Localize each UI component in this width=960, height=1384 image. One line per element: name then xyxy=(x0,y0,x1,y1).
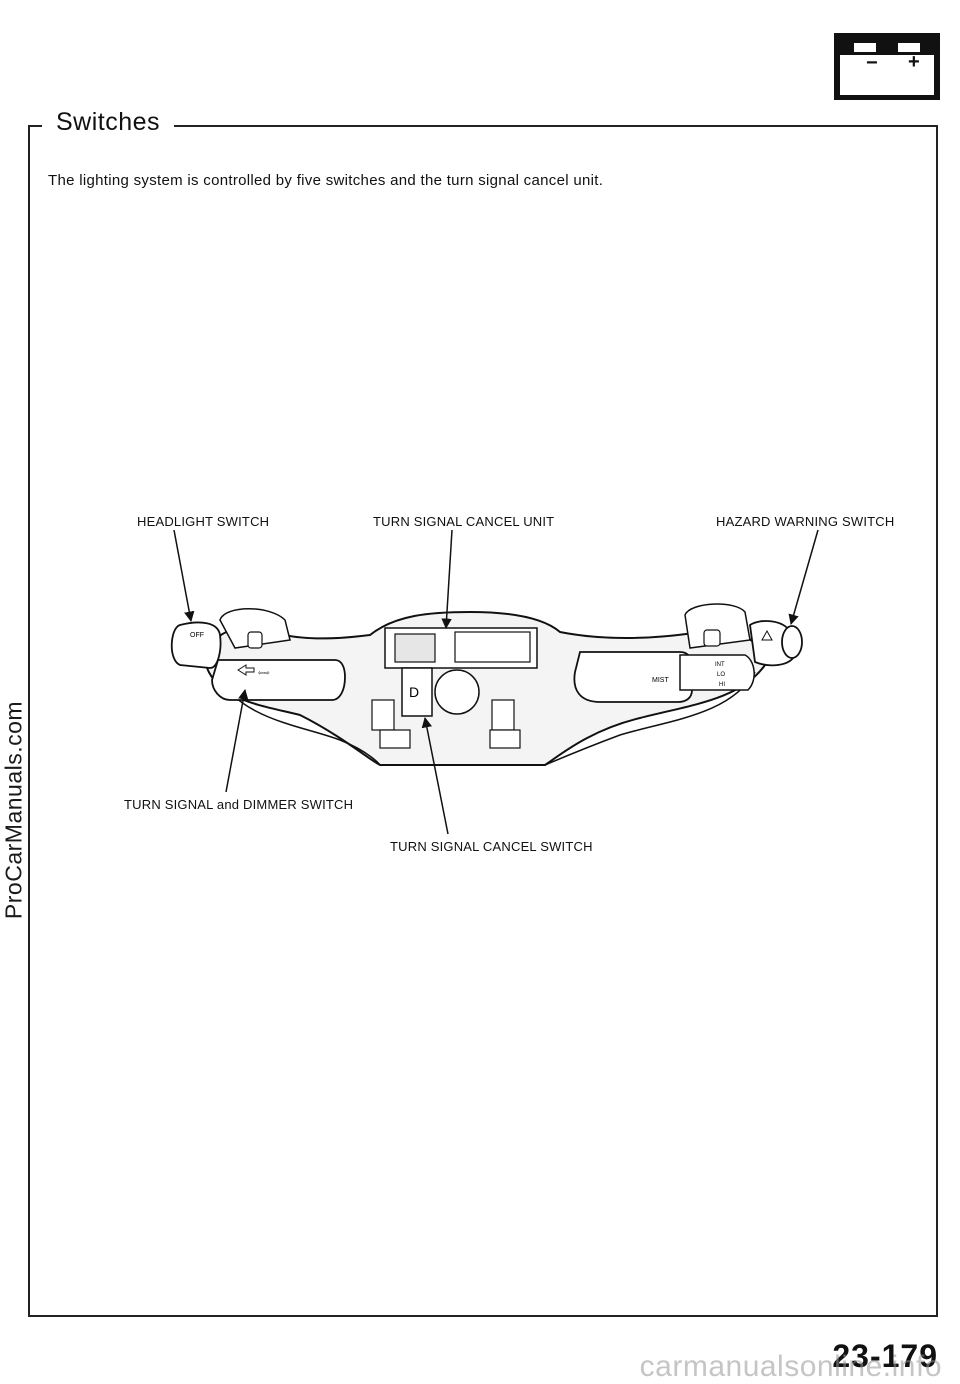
cancel-switch-d-mark: D xyxy=(409,684,419,700)
headlight-off-mark: OFF xyxy=(190,632,204,639)
hazard-switch-knob xyxy=(781,625,803,659)
cancel-unit-connector xyxy=(394,633,436,663)
leader-turn-signal-dimmer-switch xyxy=(225,688,249,793)
left-wiper-button xyxy=(247,631,263,649)
label-hazard-warning-switch: HAZARD WARNING SWITCH xyxy=(716,514,895,529)
leader-headlight-switch xyxy=(173,529,195,623)
center-boss xyxy=(434,669,480,715)
left-turn-arrow-icon xyxy=(237,664,255,676)
label-turn-signal-cancel-switch: TURN SIGNAL CANCEL SWITCH xyxy=(390,839,593,854)
right-lever-housing xyxy=(684,603,751,649)
left-lever-arm xyxy=(211,659,346,701)
page-number: 23-179 xyxy=(832,1338,938,1374)
leader-turn-signal-cancel-switch xyxy=(421,716,449,835)
headlight-switch-knob xyxy=(170,621,222,669)
battery-body: − + xyxy=(840,51,934,95)
battery-minus-sign: − xyxy=(866,52,878,74)
mist-mark: MIST xyxy=(652,677,669,684)
section-title: Switches xyxy=(42,108,175,137)
right-cruise-button xyxy=(703,629,721,647)
content-frame xyxy=(28,125,938,1317)
side-watermark-text: ProCarManuals.com xyxy=(0,700,27,920)
label-turn-signal-dimmer-switch: TURN SIGNAL and DIMMER SWITCH xyxy=(124,797,354,812)
housing-lower-curve-right xyxy=(544,671,756,766)
wiper-hi-mark: HI xyxy=(719,682,725,688)
leader-hazard-warning-switch xyxy=(788,529,819,626)
cancel-unit-block xyxy=(454,631,531,663)
battery-positive-terminal xyxy=(898,43,920,52)
center-bottom-right xyxy=(489,729,521,749)
side-watermark: ProCarManuals.com xyxy=(0,570,29,1050)
leader-turn-signal-cancel-unit xyxy=(441,529,453,630)
wiper-control-barrel xyxy=(679,654,755,691)
wiper-lo-mark: LO xyxy=(717,672,725,678)
cancel-switch-block xyxy=(401,667,433,717)
intro-text: The lighting system is controlled by fiv… xyxy=(48,172,604,189)
label-headlight-switch: HEADLIGHT SWITCH xyxy=(137,514,270,529)
left-lever-housing xyxy=(219,608,291,649)
battery-icon: − + xyxy=(834,33,940,100)
battery-negative-terminal xyxy=(854,43,876,52)
center-lower-left xyxy=(371,699,395,731)
left-lever-marks: ⇦⇨ xyxy=(258,670,270,677)
right-lever-arm xyxy=(573,651,693,703)
label-turn-signal-cancel-unit: TURN SIGNAL CANCEL UNIT xyxy=(373,514,555,529)
hazard-triangle-icon xyxy=(761,629,773,641)
center-lower-right xyxy=(491,699,515,731)
battery-plus-sign: + xyxy=(908,51,920,73)
wiper-int-mark: INT xyxy=(715,662,725,668)
bottom-watermark: carmanualsonline.info xyxy=(639,1350,942,1383)
center-bottom-left xyxy=(379,729,411,749)
